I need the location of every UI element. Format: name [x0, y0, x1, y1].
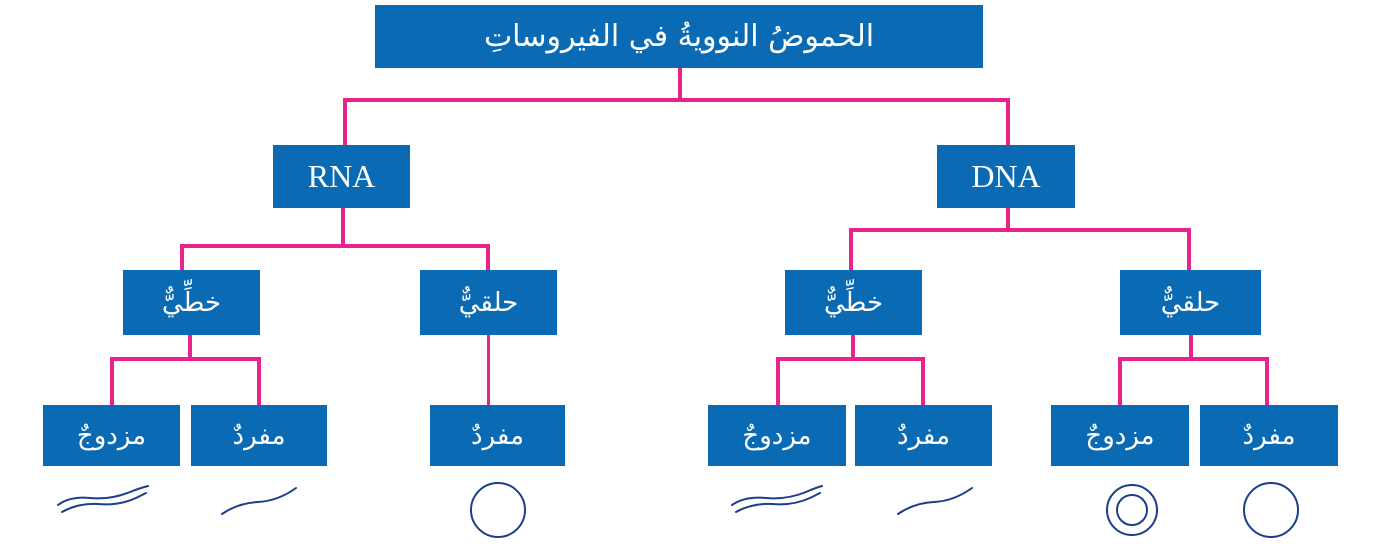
connector [180, 244, 490, 248]
dna-circular-double-box: مزدوجٌ [1051, 405, 1189, 466]
connector [257, 357, 261, 405]
connector [776, 357, 780, 405]
rna-linear-box: خطِّيٌّ [123, 270, 260, 335]
connector [1189, 335, 1193, 359]
double-circle-icon [1106, 484, 1158, 536]
connector [678, 68, 682, 100]
connector [1006, 98, 1010, 146]
connector [1006, 208, 1010, 230]
connector [343, 98, 347, 146]
rna-linear-double-box: مزدوجٌ [43, 405, 180, 466]
connector [110, 357, 114, 405]
connector [1265, 357, 1269, 405]
connector [851, 335, 855, 359]
dna-box: DNA [937, 145, 1075, 208]
dna-circular-single-box: مفردٌ [1200, 405, 1338, 466]
rna-circular-single-box: مفردٌ [430, 405, 565, 466]
connector [188, 335, 192, 359]
connector [1187, 228, 1191, 270]
dna-linear-double-box: مزدوجٌ [708, 405, 846, 466]
connector [1118, 357, 1122, 405]
connector [487, 335, 490, 405]
connector [776, 357, 925, 361]
connector [341, 208, 345, 246]
single-circle-icon [1243, 482, 1299, 538]
connector [921, 357, 925, 405]
connector [849, 228, 853, 270]
connector [486, 244, 490, 270]
double-strand-icon [731, 485, 823, 513]
single-strand-icon [221, 487, 297, 515]
single-circle-icon [470, 482, 526, 538]
rna-linear-single-box: مفردٌ [191, 405, 327, 466]
rna-box: RNA [273, 145, 410, 208]
connector [110, 357, 261, 361]
connector [343, 98, 1010, 102]
connector [849, 228, 1191, 232]
root-title-box: الحموضُ النوويةُ في الفيروساتِ [375, 5, 983, 68]
rna-circular-box: حلقيٌّ [420, 270, 557, 335]
dna-linear-box: خطِّيٌّ [785, 270, 922, 335]
dna-circular-box: حلقيٌّ [1120, 270, 1261, 335]
dna-linear-single-box: مفردٌ [855, 405, 992, 466]
connector [1118, 357, 1269, 361]
single-strand-icon [897, 487, 973, 515]
connector [180, 244, 184, 270]
double-strand-icon [57, 485, 149, 513]
